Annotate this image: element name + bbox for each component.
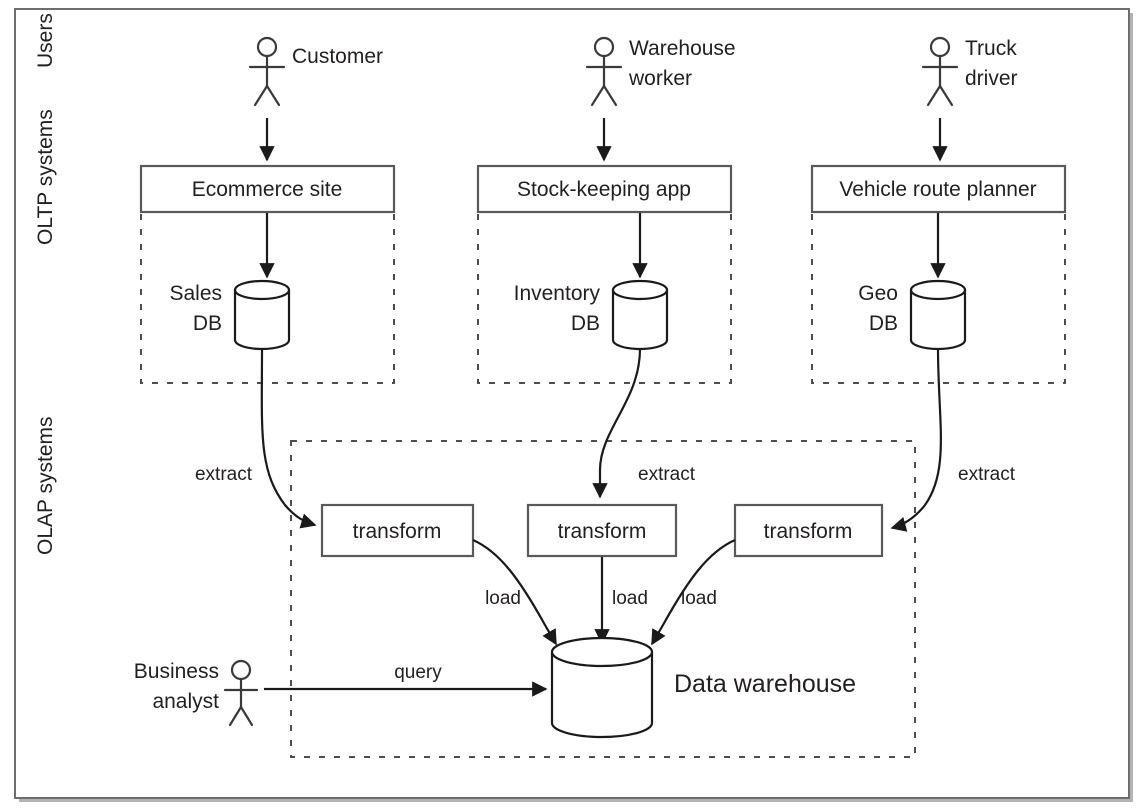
- lane-label-olap: OLAP systems: [34, 417, 57, 556]
- actor-truck-driver-label-1: Truck: [965, 37, 1017, 60]
- actor-business-analyst-label-1: Business: [134, 660, 219, 683]
- transform-box-2[interactable]: [526, 503, 678, 558]
- transform-label-3: transform: [764, 520, 853, 543]
- edge-label-extract-3: extract: [958, 464, 1016, 485]
- edge-load-3: [651, 538, 736, 646]
- actor-business-analyst: Business analyst: [134, 659, 259, 727]
- edge-load-1: [472, 538, 557, 646]
- db-label-inventory-db-1: Inventory: [514, 282, 601, 305]
- actor-customer-label: Customer: [292, 45, 383, 68]
- actor-business-analyst-label-2: analyst: [152, 690, 219, 713]
- actor-warehouse-worker: Warehouse worker: [585, 36, 736, 107]
- app-label-vehicle-route-planner: Vehicle route planner: [839, 178, 1036, 201]
- lane-label-users: Users: [34, 13, 57, 68]
- app-box-vehicle-route-planner[interactable]: [810, 164, 1067, 214]
- olap-group-container: [290, 440, 916, 758]
- edge-extract-inventory: [592, 348, 642, 499]
- transform-label-1: transform: [353, 520, 442, 543]
- transform-label-2: transform: [558, 520, 647, 543]
- edge-label-load-2: load: [612, 588, 648, 609]
- transform-box-3[interactable]: [733, 503, 884, 558]
- edge-extract-sales: [260, 348, 317, 529]
- transform-box-1[interactable]: [320, 503, 475, 558]
- app-box-stock-keeping-app[interactable]: [476, 164, 733, 214]
- edge-label-extract-1: extract: [195, 464, 253, 485]
- db-label-inventory-db-2: DB: [571, 312, 600, 335]
- db-data-warehouse[interactable]: [550, 636, 654, 739]
- app-box-ecommerce-site[interactable]: [139, 164, 396, 214]
- actor-warehouse-worker-label-1: Warehouse: [629, 37, 736, 60]
- db-geo-db[interactable]: [909, 279, 967, 351]
- app-label-ecommerce-site: Ecommerce site: [192, 178, 343, 201]
- db-label-geo-db-1: Geo: [858, 282, 898, 305]
- edge-label-extract-2: extract: [638, 464, 696, 485]
- actor-warehouse-worker-label-2: worker: [628, 67, 692, 90]
- edge-label-load-3: load: [681, 588, 717, 609]
- db-sales-db[interactable]: [233, 279, 291, 351]
- actor-truck-driver: Truck driver: [921, 36, 1018, 107]
- edge-label-query: query: [394, 662, 442, 683]
- db-label-sales-db-1: Sales: [169, 282, 222, 305]
- app-label-stock-keeping-app: Stock-keeping app: [517, 178, 691, 201]
- db-label-geo-db-2: DB: [869, 312, 898, 335]
- db-label-sales-db-2: DB: [193, 312, 222, 335]
- data-warehouse-label: Data warehouse: [674, 670, 856, 698]
- actor-customer: Customer: [248, 36, 383, 107]
- edge-extract-geo: [890, 348, 942, 532]
- lane-label-oltp: OLTP systems: [34, 109, 57, 245]
- edge-label-load-1: load: [485, 588, 521, 609]
- db-inventory-db[interactable]: [611, 279, 669, 351]
- actor-truck-driver-label-2: driver: [965, 67, 1018, 90]
